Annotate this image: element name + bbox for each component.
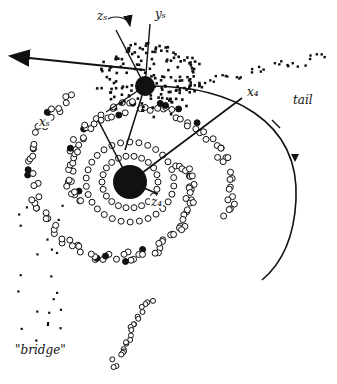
region-label: "bridge" [14,344,67,356]
region-label: tail [292,94,314,106]
orbit-path [150,86,296,280]
axis-label: xₛ [38,116,51,128]
velocity-arrow [10,56,145,70]
axis-label: x₄ [246,86,260,98]
axis-label: zₛ [96,10,108,22]
axis-label: z₄ [150,196,163,208]
axis-label: yₛ [154,8,167,20]
